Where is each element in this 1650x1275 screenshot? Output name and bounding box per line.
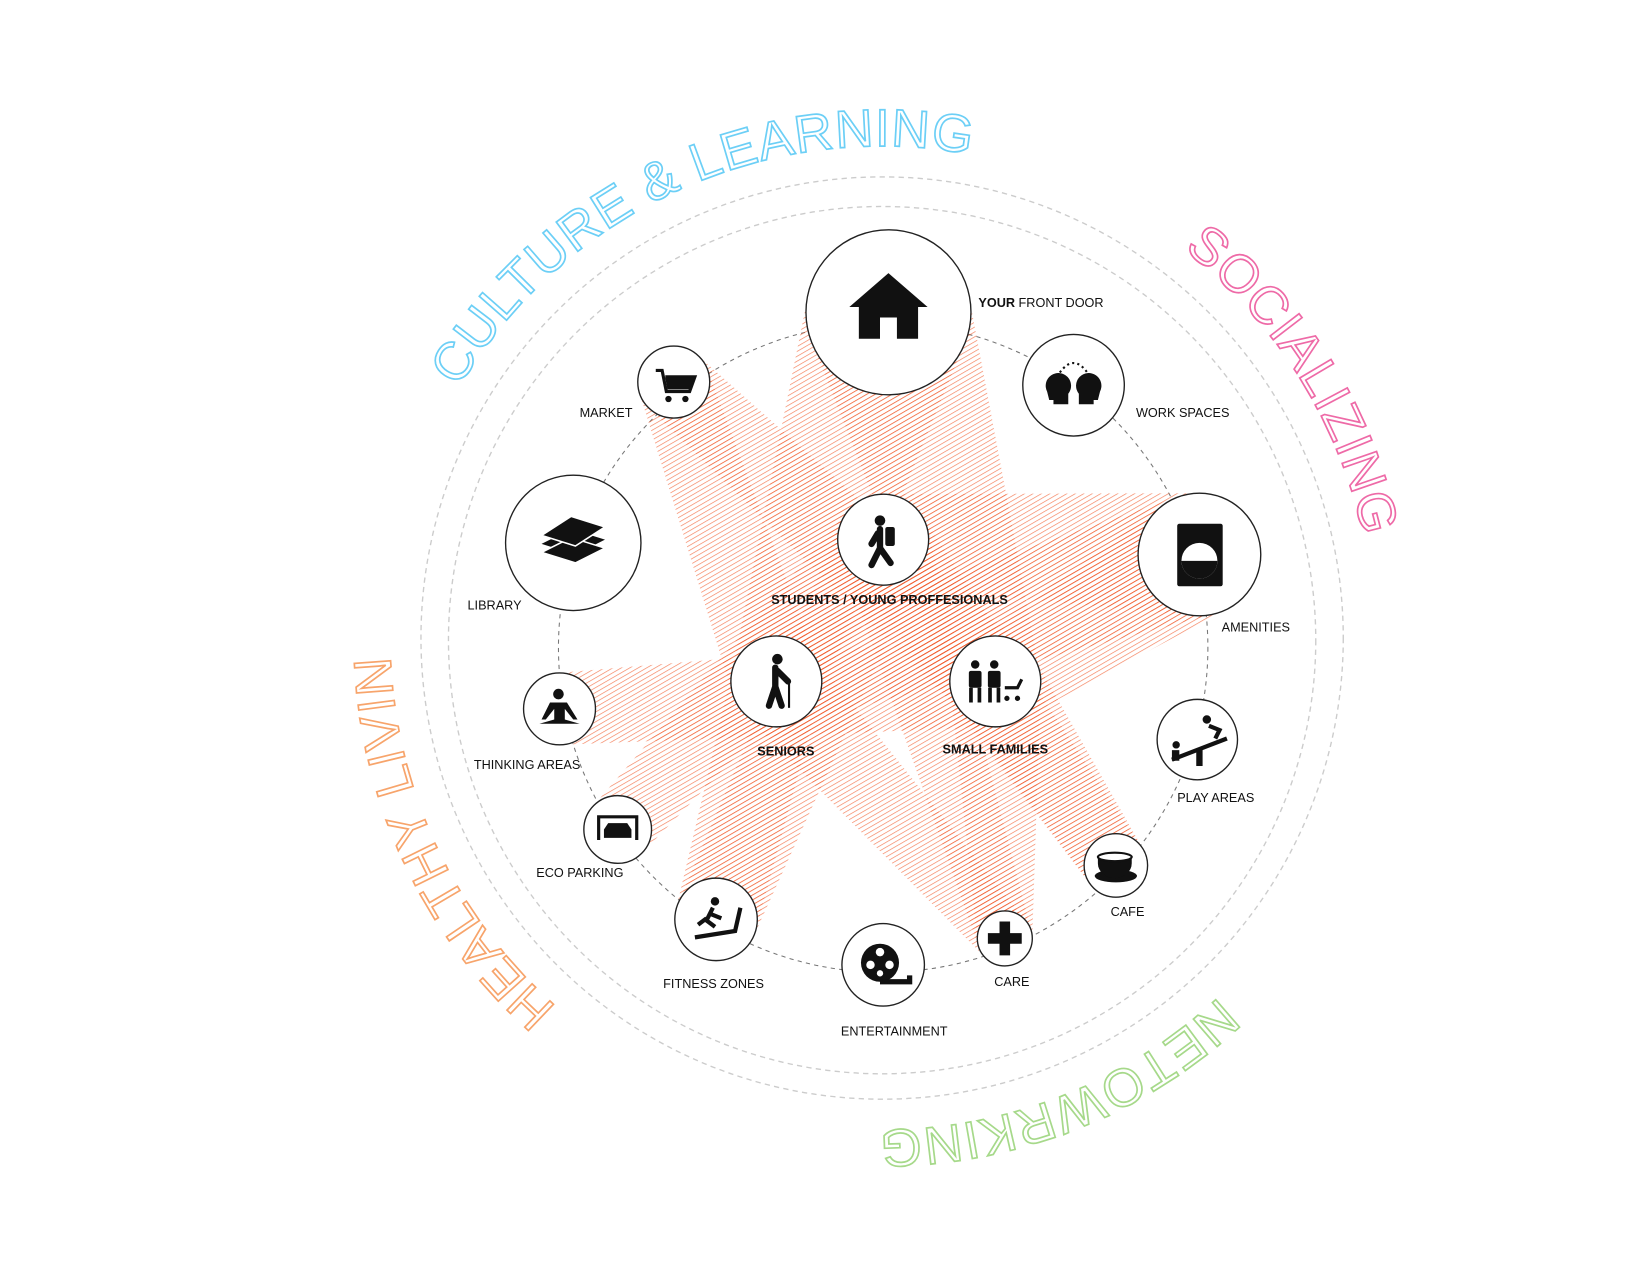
category-healthy-living: HEALTHY LIVING xyxy=(0,0,565,1041)
node-students[interactable]: STUDENTS / YOUNG PROFFESIONALS xyxy=(771,493,1008,607)
node-amenities[interactable]: AMENITIES xyxy=(1137,492,1290,635)
film-reel-icon xyxy=(860,943,913,985)
minds-icon xyxy=(1045,361,1102,405)
node-label-families: SMALL FAMILIES xyxy=(943,742,1049,756)
washing-machine-icon xyxy=(1177,523,1223,587)
node-label-library: LIBRARY xyxy=(468,598,523,612)
node-label-cafe: CAFE xyxy=(1111,905,1145,919)
node-families[interactable]: SMALL FAMILIES xyxy=(943,635,1049,756)
middle-ring xyxy=(447,205,1317,1075)
node-label-market: MARKET xyxy=(580,406,633,420)
shopping-cart-icon xyxy=(655,368,698,403)
node-entertainment[interactable]: ENTERTAINMENT xyxy=(841,922,948,1039)
category-socializing: SOCIALIZING xyxy=(1176,213,1409,540)
garage-car-icon xyxy=(597,815,639,841)
meditation-icon xyxy=(539,688,580,724)
books-icon xyxy=(539,515,608,564)
family-stroller-icon xyxy=(968,660,1024,703)
node-eco-parking[interactable]: ECO PARKING xyxy=(536,794,653,880)
node-work-spaces[interactable]: WORK SPACES xyxy=(1022,333,1230,437)
coffee-cup-icon xyxy=(1094,851,1138,883)
node-label-care: CARE xyxy=(994,975,1029,989)
category-networking: NETOWRKING xyxy=(878,988,1249,1177)
node-library[interactable]: LIBRARY xyxy=(468,474,642,612)
medical-cross-icon xyxy=(987,921,1022,956)
node-label-work-spaces: WORK SPACES xyxy=(1136,406,1230,420)
node-label-students: STUDENTS / YOUNG PROFFESIONALS xyxy=(771,593,1008,607)
senior-cane-icon xyxy=(765,653,792,709)
node-label-thinking: THINKING AREAS xyxy=(474,758,580,772)
house-icon xyxy=(849,273,928,339)
node-label-fitness: FITNESS ZONES xyxy=(663,977,764,991)
node-label-amenities: AMENITIES xyxy=(1222,621,1290,635)
node-label-play-areas: PLAY AREAS xyxy=(1177,791,1254,805)
outer-ring xyxy=(420,176,1344,1100)
node-label-seniors: SENIORS xyxy=(757,744,814,758)
node-fitness[interactable]: FITNESS ZONES xyxy=(663,877,764,991)
node-play-areas[interactable]: PLAY AREAS xyxy=(1156,698,1254,805)
connection-band-care-seniors xyxy=(742,651,1026,957)
treadmill-icon xyxy=(694,897,743,940)
node-thinking[interactable]: THINKING AREAS xyxy=(474,672,597,772)
node-seniors[interactable]: SENIORS xyxy=(730,635,823,759)
node-front-door[interactable]: YOUR FRONT DOOR xyxy=(805,229,1104,396)
seesaw-icon xyxy=(1171,715,1228,767)
node-label-front-door: YOUR FRONT DOOR xyxy=(978,296,1103,310)
node-label-eco-parking: ECO PARKING xyxy=(536,866,623,880)
node-label-entertainment: ENTERTAINMENT xyxy=(841,1025,948,1039)
node-cafe[interactable]: CAFE xyxy=(1083,833,1149,920)
node-market[interactable]: MARKET xyxy=(580,345,711,420)
node-care[interactable]: CARE xyxy=(976,910,1033,989)
student-backpack-icon xyxy=(868,515,895,569)
